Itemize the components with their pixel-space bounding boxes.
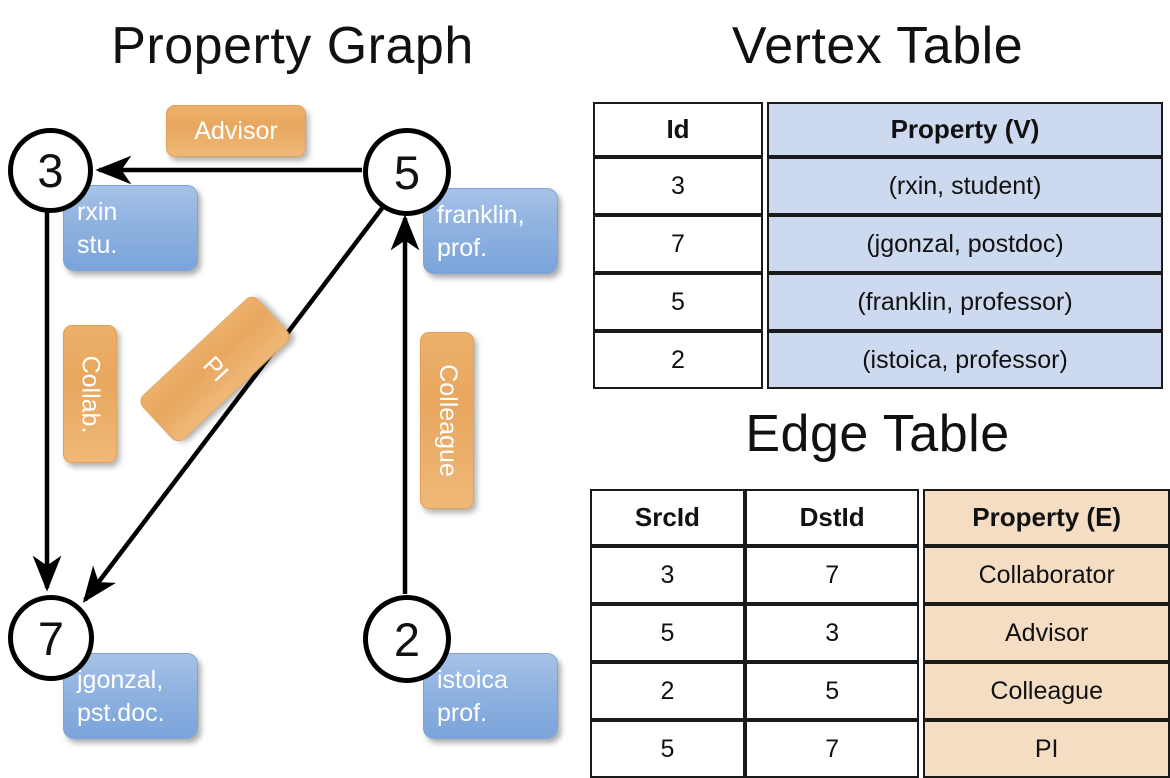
edge-table-cell-property: Collaborator — [923, 546, 1170, 604]
table-row: 5 3 Advisor — [590, 604, 1170, 662]
vertex-table-cell-id: 2 — [593, 331, 763, 389]
edge-table-cell-property: PI — [923, 720, 1170, 778]
table-row: 7 (jgonzal, postdoc) — [593, 215, 1163, 273]
vertex-property-box-2: istoica prof. — [423, 653, 558, 739]
edge-table-cell-srcid: 3 — [590, 546, 745, 604]
graph-node-3[interactable]: 3 — [8, 128, 93, 213]
table-row: 5 (franklin, professor) — [593, 273, 1163, 331]
edge-table-cell-dstid: 5 — [744, 662, 920, 720]
edge-table-header-srcid: SrcId — [590, 489, 745, 546]
edge-label-advisor: Advisor — [166, 105, 306, 157]
graph-node-3-label: 3 — [37, 144, 64, 197]
edge-label-colleague-text: Colleague — [433, 364, 462, 477]
graph-edges-svg — [32, 155, 420, 603]
table-row: 2 (istoica, professor) — [593, 331, 1163, 389]
edge-table-title: Edge Table — [745, 405, 1010, 463]
vertex-property-box-7: jgonzal, pst.doc. — [63, 653, 198, 739]
vertex-table-cell-id: 3 — [593, 157, 763, 215]
edge-table-cell-property: Colleague — [923, 662, 1170, 720]
edge-label-advisor-text: Advisor — [194, 116, 278, 145]
vertex-table-cell-property: (franklin, professor) — [767, 273, 1163, 331]
table-row: 3 7 Collaborator — [590, 546, 1170, 604]
edge-table-cell-srcid: 2 — [590, 662, 745, 720]
graph-node-2-label: 2 — [393, 612, 421, 666]
edge-table-cell-property: Advisor — [923, 604, 1170, 662]
graph-node-5[interactable]: 5 — [363, 128, 451, 216]
edge-table-cell-dstid: 3 — [744, 604, 920, 662]
edge-table: SrcId DstId Property (E) 3 7 Collaborato… — [590, 489, 1170, 778]
table-row: 2 5 Colleague — [590, 662, 1170, 720]
vertex-table-cell-property: (jgonzal, postdoc) — [767, 215, 1163, 273]
vertex-table-header-row: Id Property (V) — [593, 102, 1163, 157]
vertex-property-box-7-line1: jgonzal, — [77, 666, 164, 694]
edge-label-collab-text: Collab. — [76, 355, 105, 433]
edge-table-header-dstid: DstId — [744, 489, 920, 546]
vertex-property-box-2-line1: istoica — [437, 666, 508, 694]
vertex-table-title: Vertex Table — [731, 17, 1024, 75]
vertex-table-cell-property: (istoica, professor) — [767, 331, 1163, 389]
edge-5-to-7 — [82, 201, 388, 603]
vertex-property-box-5-line2: prof. — [437, 233, 488, 262]
property-graph-title: Property Graph — [111, 17, 474, 75]
table-row: 3 (rxin, student) — [593, 157, 1163, 215]
edge-label-colleague: Colleague — [420, 332, 474, 509]
vertex-table-cell-property: (rxin, student) — [767, 157, 1163, 215]
edge-table-header-row: SrcId DstId Property (E) — [590, 489, 1170, 546]
vertex-property-box-3-line2: stu. — [77, 230, 118, 259]
vertex-property-box-3: rxin stu. — [63, 185, 198, 271]
vertex-property-box-5-line1: franklin, — [437, 201, 525, 229]
vertex-table-cell-id: 5 — [593, 273, 763, 331]
edge-label-pi-text: PI — [197, 350, 234, 387]
edge-table-cell-dstid: 7 — [744, 546, 920, 604]
graph-node-5-label: 5 — [393, 145, 421, 199]
edge-table-cell-dstid: 7 — [744, 720, 920, 778]
graph-node-2[interactable]: 2 — [363, 595, 451, 683]
vertex-property-box-5: franklin, prof. — [423, 188, 558, 274]
edge-table-cell-srcid: 5 — [590, 604, 745, 662]
edge-label-collab: Collab. — [63, 325, 117, 463]
vertex-table-header-id: Id — [593, 102, 763, 157]
vertex-table-cell-id: 7 — [593, 215, 763, 273]
vertex-property-box-7-line2: pst.doc. — [77, 698, 165, 727]
property-graph-panel: Property Graph Advisor Collab. PI — [0, 0, 585, 760]
vertex-property-box-2-line2: prof. — [437, 698, 488, 727]
graph-node-7-label: 7 — [37, 611, 65, 665]
vertex-table: Id Property (V) 3 (rxin, student) 7 (jgo… — [593, 102, 1163, 389]
table-row: 5 7 PI — [590, 720, 1170, 778]
graph-node-7[interactable]: 7 — [8, 595, 94, 681]
edge-table-header-property: Property (E) — [923, 489, 1170, 546]
vertex-table-header-property: Property (V) — [767, 102, 1163, 157]
vertex-property-box-3-line1: rxin — [77, 198, 118, 226]
edge-table-cell-srcid: 5 — [590, 720, 745, 778]
